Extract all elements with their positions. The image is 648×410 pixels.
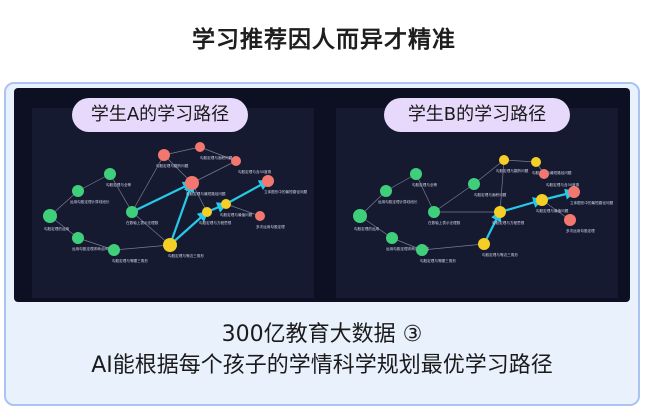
student-b-node-label: 勾股定理与等腰三角形: [420, 258, 456, 263]
student-b-edge: [421, 243, 485, 251]
student-b-node: [499, 155, 509, 165]
student-b-node: [416, 244, 428, 256]
student-b-node-label: 立体图形中的最短路径问题: [570, 200, 614, 205]
student-a-node: [195, 142, 205, 152]
student-b-node: [410, 168, 422, 180]
student-a-edge: [163, 146, 201, 156]
student-a-node-label: 立体图形中的最短路径问题: [264, 189, 308, 194]
student-a-edge: [199, 146, 237, 162]
student-b-node-label: 运用勾股定理计算线段长: [378, 199, 418, 204]
student-a-panel: [32, 108, 314, 298]
student-a-node: [202, 207, 212, 217]
student-a-path-arrow: [225, 179, 270, 205]
student-b-node: [564, 214, 576, 226]
student-a-node-label: 多次运用勾股定理: [256, 224, 285, 229]
student-a-node-label: 勾股定理与等腰三角形: [112, 258, 148, 263]
student-a-node: [221, 199, 231, 209]
student-a-edge: [77, 237, 115, 251]
student-b-edge: [473, 159, 505, 185]
student-a-node: [126, 206, 138, 218]
student-b-node-label: 勾股定理与方程思想: [492, 220, 525, 225]
student-a-node: [231, 156, 241, 166]
student-b-node-label: 在数轴上表示无理数: [428, 220, 461, 225]
student-b-path-arrow: [499, 197, 545, 214]
student-a-node-label: 勾股定理与全等: [106, 182, 132, 187]
student-a-path-arrow: [131, 181, 194, 213]
student-b-node-label: 勾股定理与面积问题: [474, 192, 507, 197]
student-b-edge: [499, 159, 505, 213]
student-b-edge: [503, 159, 537, 163]
student-a-node: [72, 185, 84, 197]
path-graphs: 勾股定理的运用运用勾股定理计算线段长勾股定理与全等运用勾股定理求两点间距离勾股定…: [43, 142, 614, 263]
student-a-node-label: 运用勾股定理计算线段长: [70, 199, 110, 204]
student-a-edge: [131, 211, 171, 246]
student-b-node: [468, 178, 480, 190]
student-b-node: [494, 206, 506, 218]
caption-line-1: 300亿教育大数据 ③: [221, 322, 423, 347]
student-b-node: [380, 185, 392, 197]
student-a-node-label: 勾股定理的运用: [44, 226, 70, 231]
student-a-node-label: 勾股定理与最值问题: [220, 212, 253, 217]
student-a-node-label: 勾股定理与方程思想: [199, 220, 232, 225]
student-a-edge: [225, 203, 261, 217]
student-b-node: [568, 186, 580, 198]
student-a-path-arrow: [168, 180, 195, 246]
student-b-label: 学生B的学习路径: [384, 98, 570, 132]
student-b-node-label: 勾股定理与全等: [412, 182, 438, 187]
student-a-edge: [77, 173, 111, 192]
student-b-node: [539, 169, 549, 179]
page-title: 学习推荐因人而异才精准: [192, 27, 456, 53]
student-b-node-label: 多次运用勾股定理: [566, 228, 595, 233]
caption: 300亿教育大数据 ③ AI能根据每个孩子的学情科学规划最优学习路径: [6, 320, 638, 382]
student-b-node-label: 勾股定理与等边三角形: [482, 252, 518, 257]
student-a-node: [108, 244, 120, 256]
student-a-node-label: 运用勾股定理求两点间距离: [72, 246, 116, 251]
student-a-node: [104, 168, 116, 180]
student-a-path-arrow: [169, 210, 209, 246]
student-b-node: [536, 194, 548, 206]
student-b-node-label: 勾股定理与翻折问题: [496, 168, 529, 173]
student-b-panel: [336, 108, 618, 298]
student-a-node: [163, 238, 177, 252]
student-a-node: [72, 232, 84, 244]
student-b-node: [531, 157, 541, 167]
student-a-node-label: 勾股定理与面积问题: [200, 155, 233, 160]
caption-line-2: AI能根据每个孩子的学情科学规划最优学习路径: [91, 353, 553, 378]
student-a-label: 学生A的学习路径: [72, 98, 248, 132]
student-a-edge: [109, 173, 133, 213]
student-a-node: [185, 176, 199, 190]
student-b-node: [386, 232, 398, 244]
student-b-node-label: 运用勾股定理求两点间距离: [386, 246, 430, 251]
student-b-node: [428, 206, 440, 218]
student-a-node-label: 勾股定理与最短路径问题: [186, 191, 226, 196]
learning-path-card: 学生A的学习路径 学生B的学习路径 勾股定理的运用运用勾股定理计算线段长勾股定理…: [4, 82, 640, 406]
student-b-node-label: 勾股定理与最短路径问题: [532, 170, 572, 175]
student-b-node: [478, 238, 490, 250]
student-a-node-label: 勾股定理与等边三角形: [168, 253, 204, 258]
student-a-edge: [131, 154, 165, 213]
student-b-node-label: 勾股定理的运用: [354, 226, 380, 231]
student-a-node-label: 勾股定理与翻折问题: [156, 163, 189, 168]
graph-area: 学生A的学习路径 学生B的学习路径 勾股定理的运用运用勾股定理计算线段长勾股定理…: [14, 88, 630, 302]
student-b-edge: [415, 173, 435, 213]
student-b-graph: 勾股定理的运用运用勾股定理计算线段长勾股定理与全等运用勾股定理求两点间距离勾股定…: [353, 155, 614, 263]
student-a-node: [255, 211, 265, 221]
student-b-node-label: 勾股定理与最值问题: [536, 208, 569, 213]
student-a-node-label: 勾股定理与含30度角: [238, 169, 272, 174]
student-a-edge: [113, 244, 171, 251]
student-b-node-label: 勾股定理与含30度角: [546, 182, 580, 187]
student-b-edge: [433, 183, 475, 213]
student-a-node: [262, 175, 274, 187]
student-a-node-label: 在数轴上表示无理数: [126, 220, 159, 225]
student-b-node: [353, 209, 367, 223]
student-a-edge: [191, 160, 237, 184]
student-a-node: [158, 149, 170, 161]
student-a-node: [43, 209, 57, 223]
student-a-graph: 勾股定理的运用运用勾股定理计算线段长勾股定理与全等运用勾股定理求两点间距离勾股定…: [43, 142, 308, 263]
